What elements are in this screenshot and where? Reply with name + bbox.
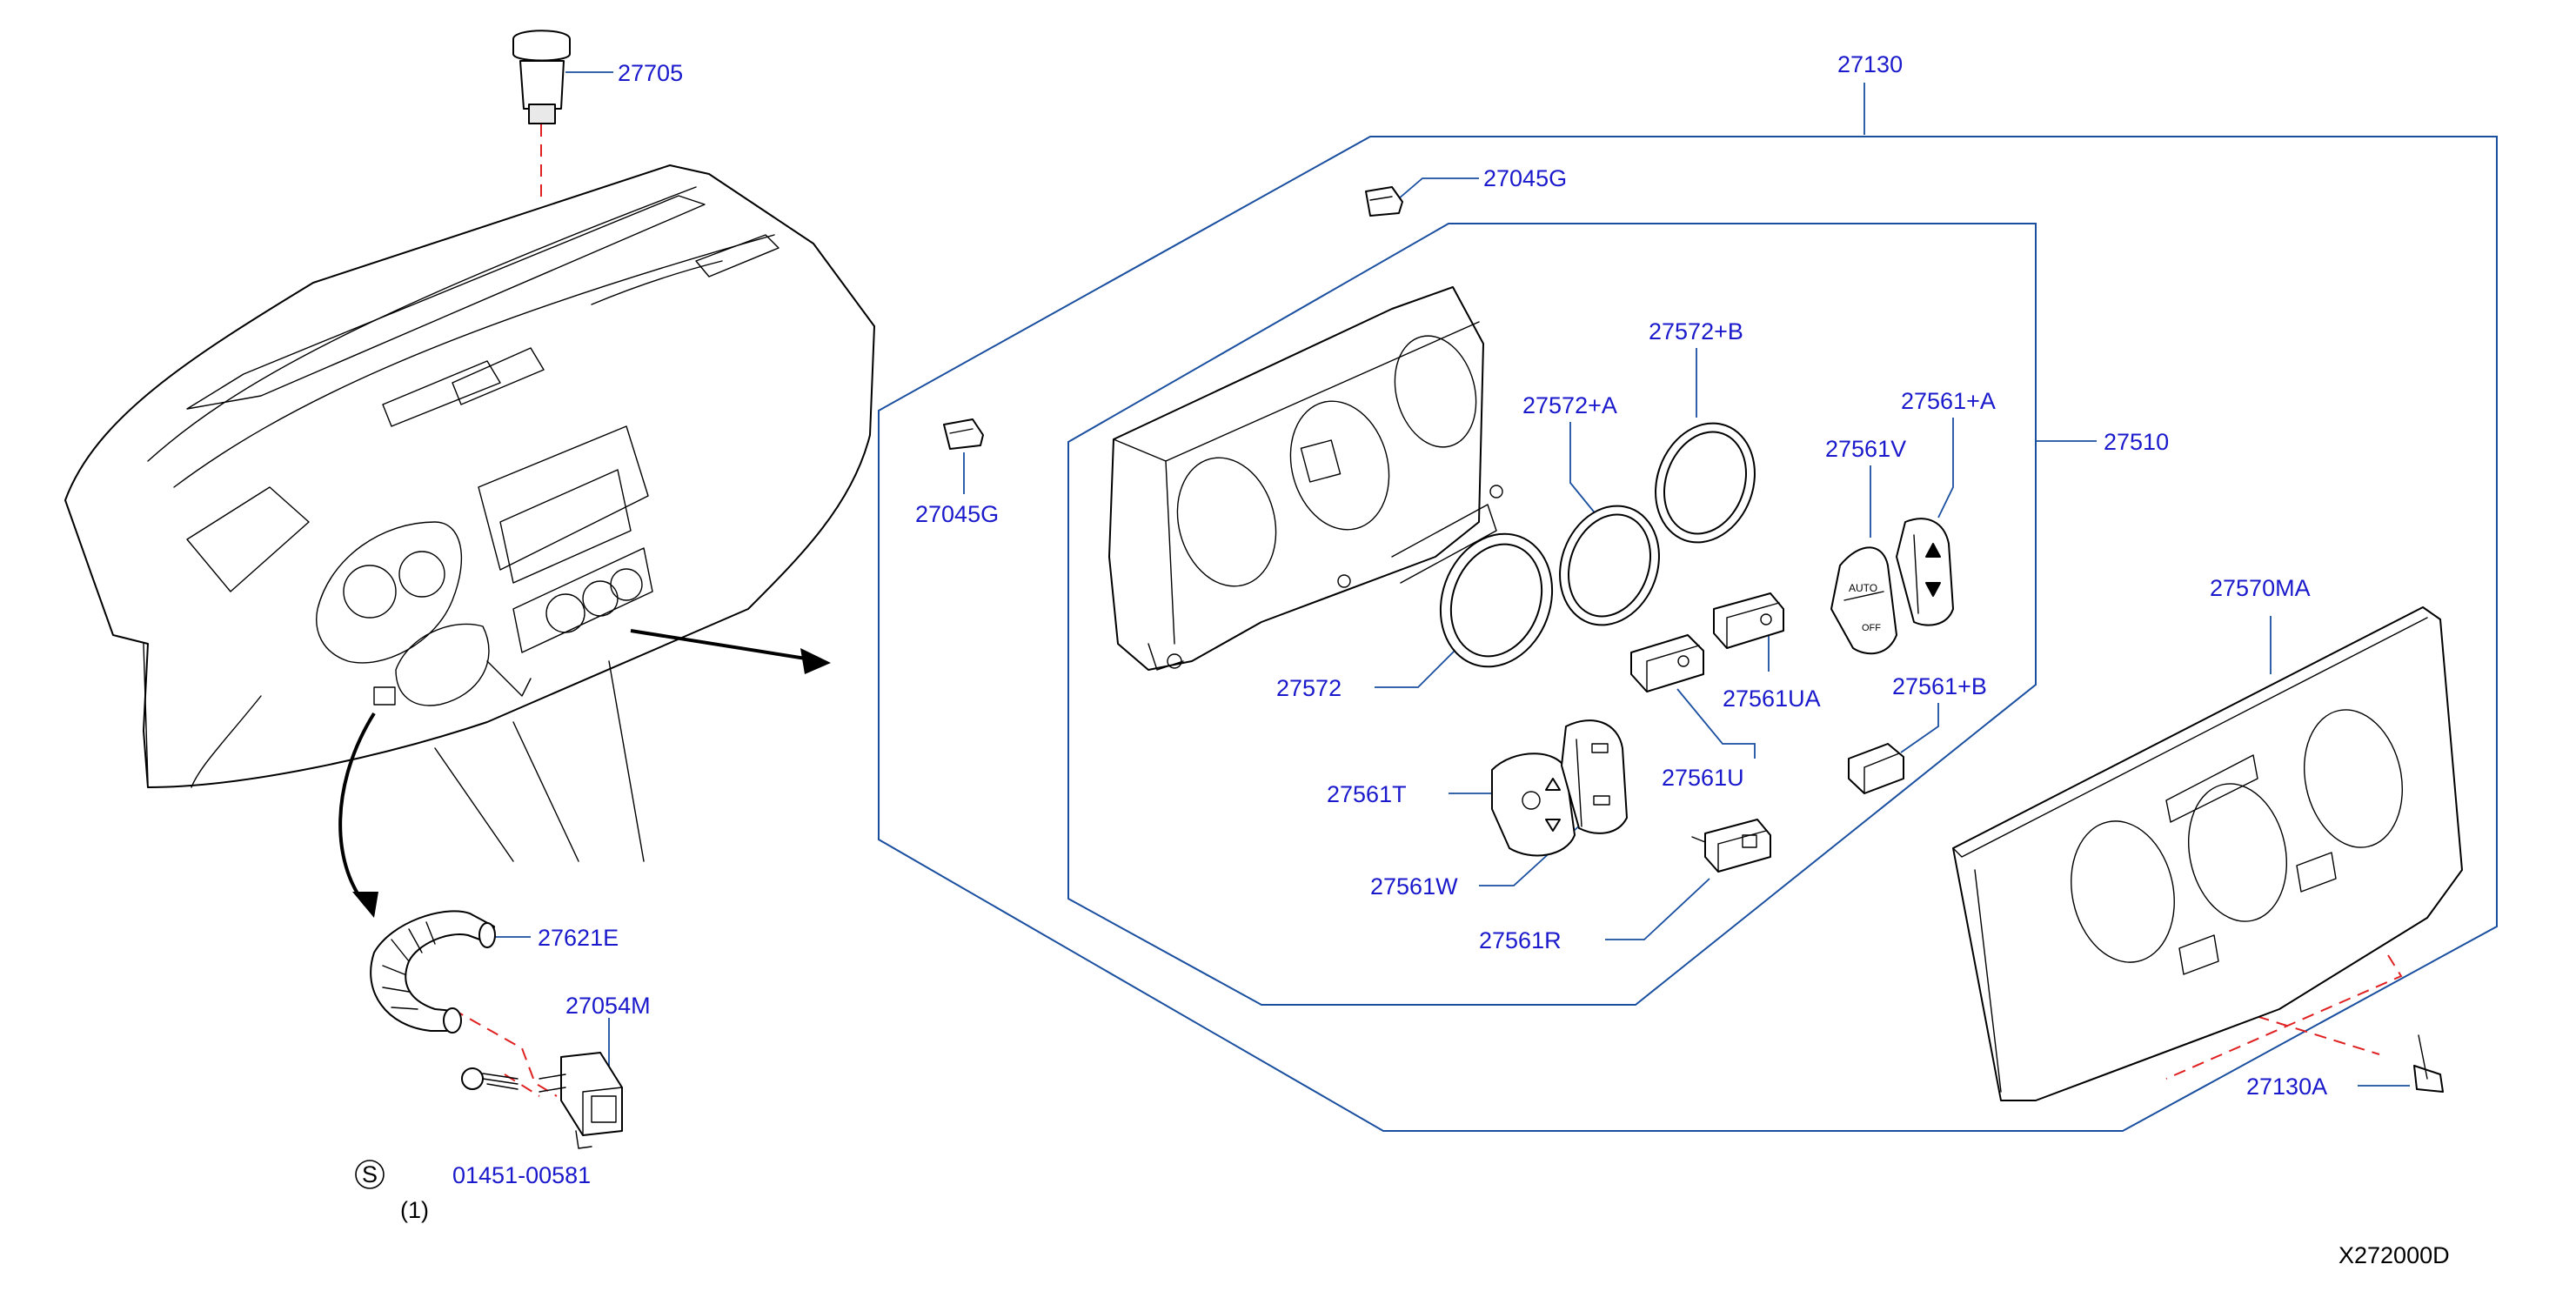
bezel-ring-27572B: [1655, 422, 1756, 544]
callout-27561UA: 27561UA: [1723, 686, 1821, 712]
clip-27045G-left: [943, 418, 984, 450]
callout-27621E: 27621E: [538, 925, 619, 951]
leader-lines: [492, 71, 2498, 1132]
quantity-label: (1): [400, 1197, 429, 1223]
dashboard-illustration: [64, 164, 875, 862]
callout-27130A: 27130A: [2246, 1074, 2327, 1100]
callout-27045G-left: 27045G: [915, 501, 999, 527]
switch-27561B: [1848, 743, 1904, 794]
callout-27561A: 27561+A: [1901, 388, 1996, 414]
callout-27045G-top: 27045G: [1483, 165, 1567, 191]
control-knob-27561T: [1491, 753, 1576, 857]
clip-27705: [512, 30, 571, 124]
callout-01451-00581: 01451-00581: [452, 1162, 591, 1188]
callout-27705: 27705: [618, 60, 683, 86]
arrows: [338, 629, 831, 918]
diagram-id: X272000D: [2338, 1242, 2450, 1268]
switch-27561UA: [1713, 592, 1784, 649]
control-knob-27561A: [1896, 518, 1954, 626]
screw-27130A: [2413, 1034, 2444, 1093]
screw-01451: [461, 1067, 519, 1090]
sensor-27054M: [539, 1052, 623, 1149]
callout-27130: 27130: [1837, 51, 1903, 77]
knob-text-off: OFF: [1862, 623, 1881, 633]
callout-27570MA: 27570MA: [2210, 575, 2311, 601]
clip-27045G-top: [1365, 186, 1403, 217]
finisher-panel: [1952, 606, 2463, 1101]
control-knob-27561W: [1561, 719, 1628, 834]
switch-27561U: [1630, 634, 1704, 692]
switch-27561R: [1691, 819, 1771, 873]
callout-27561W: 27561W: [1370, 873, 1458, 900]
bezel-ring-27572: [1439, 532, 1554, 668]
knob-text-auto: AUTO: [1849, 582, 1877, 594]
callout-27054M: 27054M: [565, 993, 651, 1019]
heater-control-unit: [1108, 286, 1503, 671]
callout-27561V: 27561V: [1825, 436, 1906, 462]
control-knob-27561V: AUTO OFF: [1830, 546, 1897, 655]
callout-27561B: 27561+B: [1892, 673, 1987, 699]
callout-27572: 27572: [1276, 675, 1342, 701]
callout-27561T: 27561T: [1327, 781, 1407, 807]
callouts: 27705 27130 27045G 27045G 27572+B 27572+…: [452, 51, 2327, 1188]
s-symbol-icon: [355, 1160, 385, 1189]
callout-27510: 27510: [2104, 429, 2169, 455]
callout-27572B: 27572+B: [1649, 318, 1743, 344]
bezel-ring-27572A: [1559, 505, 1660, 626]
aspirator-duct: [370, 910, 496, 1033]
callout-27572A: 27572+A: [1522, 392, 1617, 418]
callout-27561U: 27561U: [1662, 765, 1744, 791]
black-text: S (1) X272000D: [362, 1161, 2450, 1268]
s-symbol-letter: S: [362, 1161, 378, 1187]
callout-27561R: 27561R: [1479, 927, 1562, 953]
